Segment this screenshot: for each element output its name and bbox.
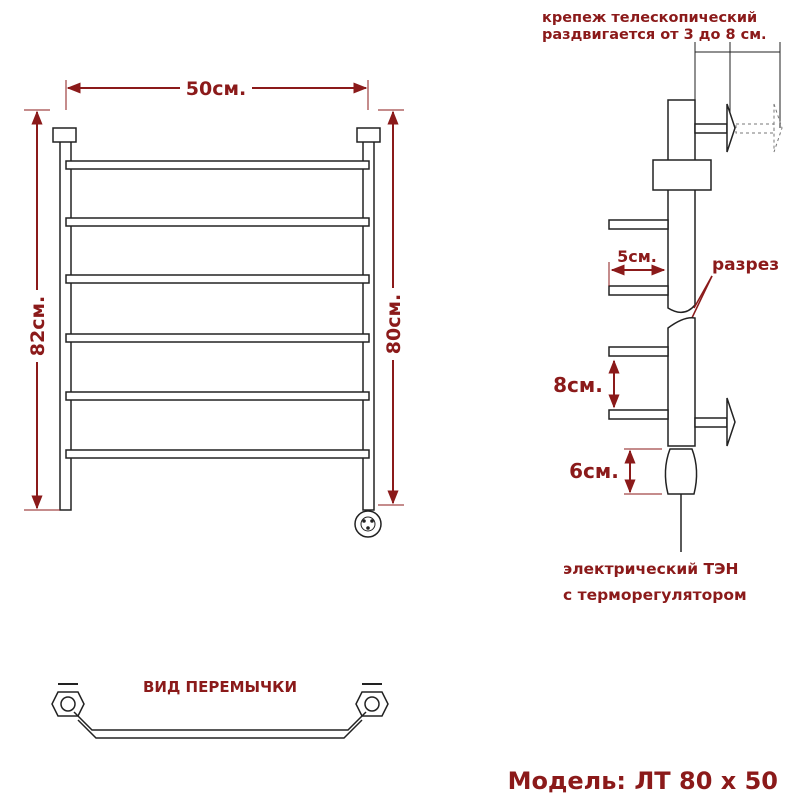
rung — [65, 274, 370, 284]
rung-stub — [608, 409, 669, 420]
cut-callout: разрез — [689, 255, 779, 323]
lower-tube — [667, 316, 696, 447]
offset-dimension: 5см. — [608, 247, 666, 286]
rung-stub — [608, 219, 669, 230]
model-label: Модель: ЛТ 80 x 50 — [508, 767, 778, 795]
right-top-bracket — [356, 127, 381, 143]
width-dimension: 50см. — [65, 78, 369, 110]
bottom-wall-mount — [694, 397, 736, 447]
total-height-dimension: 82см. — [24, 109, 60, 511]
spacing-dimension: 8см. — [553, 359, 620, 409]
top-wall-mount — [694, 103, 783, 153]
rung — [65, 160, 370, 170]
heater-note-line1: электрический ТЭН — [563, 560, 738, 578]
rung — [65, 217, 370, 227]
heater-plug — [354, 510, 382, 538]
heater-note-line2: с терморегулятором — [563, 586, 747, 604]
heater-size-label: 6см. — [569, 459, 619, 483]
rung — [65, 449, 370, 459]
left-top-bracket — [52, 127, 77, 143]
rung-stub — [608, 346, 669, 357]
telescopic-guide — [694, 42, 781, 128]
rail-height-label: 80см. — [383, 294, 405, 354]
total-height-label: 82см. — [27, 296, 49, 356]
upper-tube — [667, 99, 696, 314]
offset-label: 5см. — [617, 247, 657, 266]
jumper-view: ВИД ПЕРЕМЫЧКИ — [51, 678, 389, 739]
front-view: 50см. 82см — [24, 78, 405, 538]
right-jumper-clamp — [355, 683, 389, 717]
heater-dimension: 6см. — [569, 448, 662, 495]
heater-element — [664, 448, 698, 495]
left-jumper-clamp — [51, 683, 85, 717]
mount-note-line2: раздвигается от 3 до 8 см. — [542, 27, 767, 43]
cut-label: разрез — [712, 255, 779, 275]
mount-note-line1: крепеж телескопический — [542, 10, 757, 26]
rung — [65, 333, 370, 343]
rail-height-dimension: 80см. — [378, 109, 405, 506]
jumper-bar — [73, 711, 367, 731]
mounting-collar — [652, 159, 712, 191]
side-view: крепеж телескопический раздвигается от 3… — [542, 10, 783, 604]
width-label: 50см. — [186, 78, 246, 100]
spacing-label: 8см. — [553, 373, 603, 397]
rung-stub — [608, 285, 669, 296]
jumper-title: ВИД ПЕРЕМЫЧКИ — [143, 678, 297, 696]
rungs — [65, 160, 370, 459]
rung — [65, 391, 370, 401]
